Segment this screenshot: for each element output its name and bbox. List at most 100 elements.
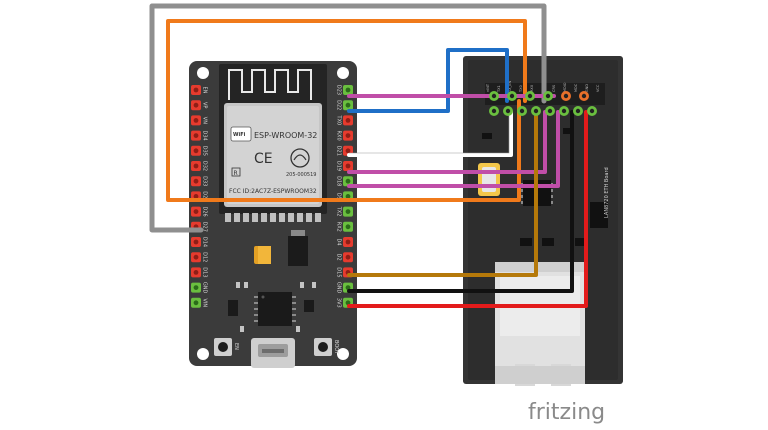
wire-orange-top xyxy=(166,19,527,202)
pin-hole xyxy=(193,254,199,260)
eth-board: LAN8720 ETH Board nINT TX1 TX_EN TX0 RX0… xyxy=(463,56,623,386)
pin-label: GND xyxy=(336,282,342,294)
pin-label: D2 xyxy=(336,254,342,261)
pin-hole xyxy=(193,148,199,154)
wire-orange-mid xyxy=(194,99,521,202)
pin-hole xyxy=(193,209,199,215)
esp32-board: WiFi ESP-WROOM-32 CE R 205-000519 FCC ID… xyxy=(189,61,357,368)
pin-label: D19 xyxy=(336,161,342,171)
pin-label: D23 xyxy=(336,85,342,95)
eth-pin-label-vcc: VCC xyxy=(596,84,600,92)
pin-hole xyxy=(345,148,351,154)
pin-hole xyxy=(193,270,199,275)
pin-label: EN xyxy=(202,87,208,94)
pin-label: VN xyxy=(202,117,208,124)
pin-hole xyxy=(345,239,351,245)
pin-label: D14 xyxy=(202,237,208,247)
r-mark-box xyxy=(231,167,241,177)
eth-pin-hole xyxy=(547,108,553,114)
eth-pin-hole xyxy=(533,108,539,114)
module-code: 205-000519 xyxy=(286,172,316,178)
wire-white-outline xyxy=(348,111,510,154)
en-button-label: EN xyxy=(233,343,239,350)
eth-pin-hole xyxy=(505,108,511,114)
ce-mark: CE xyxy=(254,151,273,167)
pin-label: VP xyxy=(202,102,208,108)
pin-label: TX2 xyxy=(336,206,342,217)
wire-white xyxy=(347,110,513,157)
pin-label: RX2 xyxy=(336,222,342,232)
eth-pin-label-crs: CRS xyxy=(552,84,556,92)
pin-label: D22 xyxy=(336,100,342,110)
pin-label: GND xyxy=(202,282,208,294)
pin-hole xyxy=(345,102,351,108)
r-mark: R xyxy=(234,170,238,177)
wifi-logo xyxy=(230,126,252,142)
pin-hole xyxy=(193,239,199,245)
pin-label: VIN xyxy=(202,298,208,307)
wire-blue xyxy=(347,48,509,113)
pin-hole xyxy=(345,209,351,215)
eth-pin-label-tx1: TX1 xyxy=(497,85,501,93)
pin-label: D26 xyxy=(202,206,208,216)
pin-hole xyxy=(193,300,199,306)
pin-hole xyxy=(345,254,351,260)
eth-pin-label-txen: TX_EN xyxy=(508,81,512,93)
pin-hole xyxy=(345,224,351,230)
antenna-trace xyxy=(228,69,312,100)
module-brand: ESP-WROOM-32 xyxy=(254,131,317,140)
wire-magenta-low2 xyxy=(347,110,560,188)
wire-grey xyxy=(149,3,547,233)
pin-label: D34 xyxy=(202,130,208,140)
mount-hole xyxy=(337,67,349,79)
pin-hole xyxy=(193,178,199,184)
eth-pin-hole xyxy=(491,108,497,114)
mount-hole xyxy=(197,67,209,79)
eth-pin-hole xyxy=(561,108,567,114)
mount-hole xyxy=(337,348,349,360)
pin-hole xyxy=(345,178,351,184)
eth-pin-hole xyxy=(589,108,595,114)
pin-label: D13 xyxy=(202,267,208,277)
pin-label: D21 xyxy=(336,146,342,156)
eth-pin-hole xyxy=(575,108,581,114)
mount-hole xyxy=(197,348,209,360)
pin-label: D18 xyxy=(336,176,342,186)
pin-label: TX0 xyxy=(336,115,342,126)
wifi-text: WiFi xyxy=(233,132,246,138)
fritzing-logo: fritzing xyxy=(528,400,605,425)
right-pin-header: D23D22TX0RX0D21D19D18D5TX2RX2D4D2D15GND3… xyxy=(336,85,353,308)
eth-pin-label-tx0: TX0 xyxy=(519,85,523,93)
boot-button-label: BOOT xyxy=(333,340,339,355)
pin-hole xyxy=(193,118,199,123)
voltage-regulator xyxy=(288,236,308,266)
pin-hole xyxy=(345,285,351,290)
pin-label: D12 xyxy=(202,252,208,262)
pin-label: D25 xyxy=(202,191,208,201)
pin-hole xyxy=(345,133,351,139)
wire-magenta-low xyxy=(347,110,547,174)
eth-pin-label-mdio: MDIO xyxy=(563,82,567,92)
pin-label: D32 xyxy=(202,161,208,171)
pin-label: D15 xyxy=(336,267,342,277)
eth-pin-label-rx0: RX0 xyxy=(530,85,534,92)
wire-black-gnd xyxy=(347,110,574,293)
pin-label: 3V3 xyxy=(336,298,342,308)
pin-hole xyxy=(193,285,199,290)
pin-label: D35 xyxy=(202,146,208,156)
eth-pin-hole xyxy=(563,93,569,99)
eth-pin-header xyxy=(489,91,597,116)
pin-label: D33 xyxy=(202,176,208,186)
pin-hole xyxy=(345,194,351,199)
eth-pin-hole xyxy=(545,93,551,99)
pin-hole xyxy=(193,102,199,108)
pin-hole xyxy=(193,87,199,93)
pin-hole xyxy=(345,163,351,169)
wire-red-vcc xyxy=(347,110,588,308)
pin-hole xyxy=(193,163,199,169)
pin-hole xyxy=(345,118,351,123)
eth-pin-hole xyxy=(519,108,525,114)
pin-label: RX0 xyxy=(336,131,342,141)
pin-hole xyxy=(193,133,199,139)
pin-label: D4 xyxy=(336,238,342,245)
